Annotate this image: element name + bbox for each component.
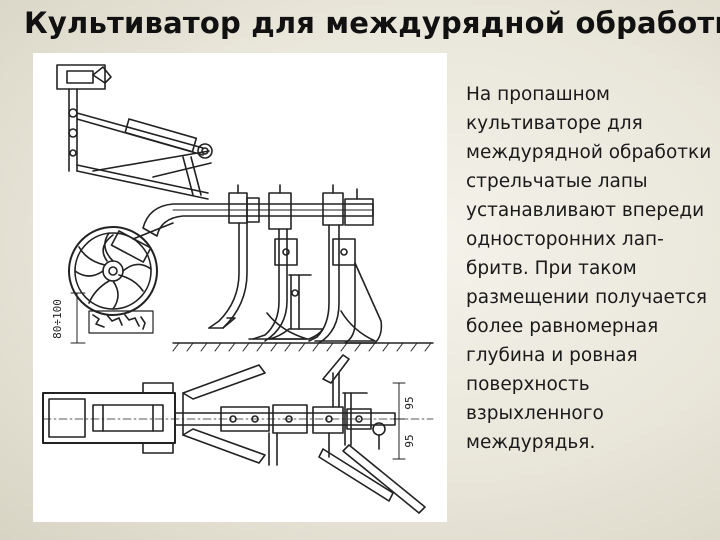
slide-title: Культиватор для междурядной обработки xyxy=(24,6,720,40)
plan-hitch-frame xyxy=(42,392,176,444)
hitch-bracket xyxy=(56,64,106,90)
sweep-plan-1 xyxy=(182,364,266,400)
spacing-dimension-label-a: 95 xyxy=(403,396,416,409)
gauge-wheel xyxy=(68,226,158,316)
spacing-dimension-label-b: 95 xyxy=(403,434,416,447)
shank-1 xyxy=(208,222,240,329)
upper-link xyxy=(76,112,204,149)
depth-dimension-label: 80÷100 xyxy=(51,299,64,339)
slide-body-text: На пропашном культиваторе для междурядно… xyxy=(466,84,712,453)
sweep-plan-2 xyxy=(318,448,394,502)
cultivator-technical-drawing: 80÷100 95 95 xyxy=(42,64,434,514)
cultivator-drawing: 80÷100 95 95 xyxy=(33,53,447,522)
